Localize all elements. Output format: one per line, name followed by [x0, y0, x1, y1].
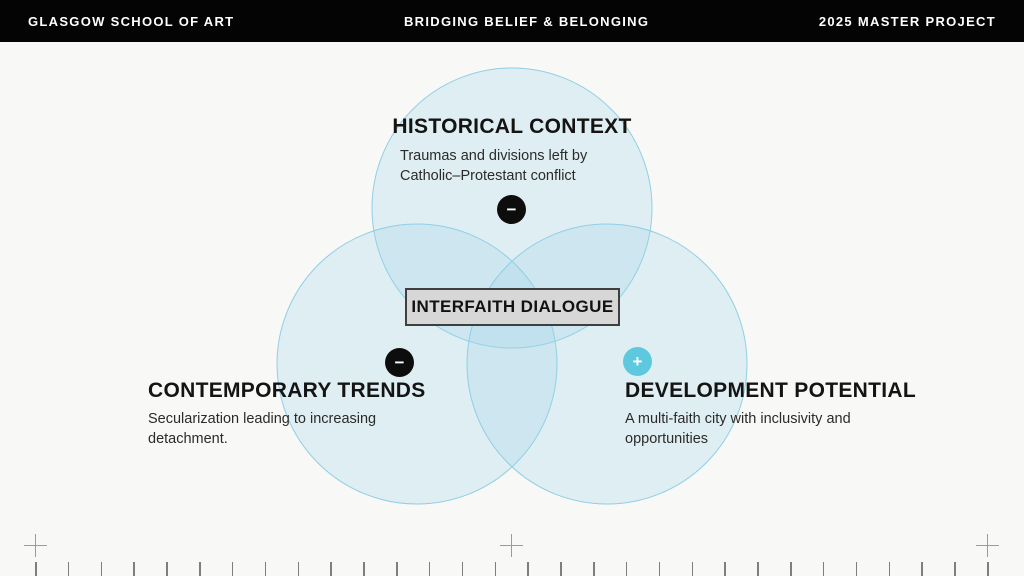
ruler-tick [954, 562, 956, 576]
contemporary-trends-line2: detachment. [148, 430, 228, 447]
ruler-tick [494, 562, 497, 576]
ruler-tick [560, 562, 562, 576]
header-center-label: BRIDGING BELIEF & BELONGING [403, 13, 650, 29]
ruler-tick [396, 562, 398, 576]
ruler [0, 562, 1024, 576]
ruler-tick [625, 562, 628, 576]
historical-context-title: HISTORICAL CONTEXT [392, 115, 632, 138]
crosshair-icon [24, 534, 47, 557]
historical-context-body: Traumas and divisions left by Catholic–P… [400, 147, 587, 186]
development-potential-title: DEVELOPMENT POTENTIAL [625, 379, 916, 402]
ruler-tick [658, 562, 661, 576]
contemporary-trends-title: CONTEMPORARY TRENDS [148, 379, 426, 402]
ruler-tick [35, 562, 37, 576]
ruler-tick [166, 562, 168, 576]
ruler-tick [67, 562, 70, 576]
ruler-tick [264, 562, 267, 576]
ruler-tick [855, 562, 858, 576]
ruler-tick [231, 562, 234, 576]
minus-badge-icon: − [385, 348, 414, 377]
contemporary-trends-body: Secularization leading to increasing det… [148, 410, 376, 449]
ruler-tick [363, 562, 365, 576]
development-potential-body: A multi-faith city with inclusivity and … [625, 410, 851, 449]
header-left-label: GLASGOW SCHOOL OF ART [28, 13, 235, 29]
ruler-tick [133, 562, 135, 576]
ruler-tick [593, 562, 595, 576]
ruler-tick [297, 562, 300, 576]
ruler-tick [100, 562, 103, 576]
ruler-tick [428, 562, 431, 576]
ruler-tick [724, 562, 726, 576]
ruler-tick [987, 562, 989, 576]
development-potential-line2: opportunities [625, 430, 709, 447]
ruler-tick [921, 562, 923, 576]
ruler-tick [790, 562, 792, 576]
header-bar: GLASGOW SCHOOL OF ART BRIDGING BELIEF & … [0, 0, 1024, 42]
ruler-tick [822, 562, 825, 576]
ruler-tick [757, 562, 759, 576]
development-potential-line1: A multi-faith city with inclusivity and [625, 411, 851, 427]
ruler-tick [461, 562, 464, 576]
interfaith-dialogue-box: INTERFAITH DIALOGUE [405, 288, 620, 326]
ruler-tick [330, 562, 332, 576]
ruler-tick [527, 562, 529, 576]
minus-badge-icon: − [497, 195, 526, 224]
plus-badge-icon: + [623, 347, 652, 376]
historical-context-line2: Catholic–Protestant conflict [400, 167, 576, 184]
ruler-tick [888, 562, 891, 576]
ruler-tick [691, 562, 694, 576]
contemporary-trends-line1: Secularization leading to increasing [148, 411, 377, 427]
crosshair-icon [976, 534, 999, 557]
historical-context-line1: Traumas and divisions left by [400, 148, 588, 164]
crosshair-icon [500, 534, 523, 557]
header-right-label: 2025 MASTER PROJECT [818, 13, 996, 29]
ruler-tick [199, 562, 201, 576]
venn-circle-development [466, 223, 748, 505]
